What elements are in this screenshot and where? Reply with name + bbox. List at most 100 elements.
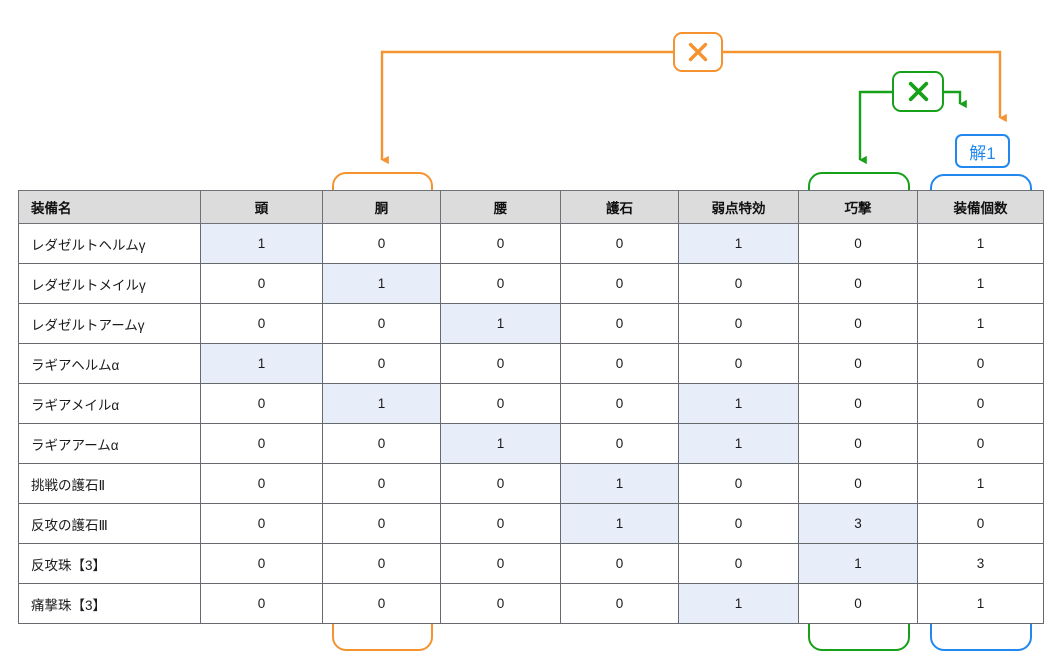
cell-equipment-name: 痛撃珠【3】 — [18, 583, 201, 624]
column-header-offensive-guard: 巧撃 — [798, 190, 918, 224]
cell-value: 1 — [678, 583, 799, 624]
cell-value: 0 — [798, 383, 918, 424]
cell-value: 0 — [917, 423, 1044, 464]
cell-value: 0 — [678, 543, 799, 584]
cell-value: 0 — [560, 263, 679, 304]
cell-value: 1 — [440, 303, 561, 344]
cell-value: 0 — [322, 303, 441, 344]
cell-value: 1 — [678, 223, 799, 264]
column-header-waist: 腰 — [440, 190, 561, 224]
cell-value: 0 — [678, 463, 799, 504]
cell-value: 0 — [560, 383, 679, 424]
cell-value: 3 — [798, 503, 918, 544]
cell-value: 0 — [440, 263, 561, 304]
cell-value: 1 — [560, 503, 679, 544]
cell-value: 0 — [560, 583, 679, 624]
cell-value: 1 — [917, 583, 1044, 624]
cell-value: 0 — [322, 543, 441, 584]
multiply-operator-orange-badge — [673, 32, 723, 72]
cell-value: 0 — [798, 423, 918, 464]
cell-value: 1 — [917, 303, 1044, 344]
column-header-charm: 護石 — [560, 190, 679, 224]
cell-equipment-name: ラギアメイルα — [18, 383, 201, 424]
cell-value: 0 — [917, 503, 1044, 544]
cell-value: 1 — [322, 263, 441, 304]
column-header-weakness-exploit: 弱点特効 — [678, 190, 799, 224]
cell-value: 0 — [917, 383, 1044, 424]
cell-equipment-name: ラギアアームα — [18, 423, 201, 464]
cell-value: 0 — [798, 343, 918, 384]
cell-value: 0 — [798, 583, 918, 624]
cell-value: 0 — [200, 263, 323, 304]
cell-value: 0 — [200, 383, 323, 424]
cell-value: 1 — [440, 423, 561, 464]
cell-value: 0 — [440, 583, 561, 624]
cell-value: 1 — [678, 383, 799, 424]
column-header-equipment-count: 装備個数 — [917, 190, 1044, 224]
cell-equipment-name: ラギアヘルムα — [18, 343, 201, 384]
cell-value: 0 — [678, 303, 799, 344]
solution-label-chip: 解1 — [955, 134, 1010, 168]
cell-value: 0 — [322, 503, 441, 544]
cell-value: 0 — [798, 303, 918, 344]
cell-value: 0 — [440, 543, 561, 584]
cell-value: 0 — [440, 383, 561, 424]
cell-value: 0 — [200, 423, 323, 464]
cell-value: 0 — [200, 583, 323, 624]
cell-value: 0 — [440, 503, 561, 544]
green-connector-left — [858, 90, 892, 165]
cell-value: 0 — [798, 223, 918, 264]
cell-value: 0 — [560, 343, 679, 384]
cell-equipment-name: レダゼルトメイルγ — [18, 263, 201, 304]
cell-value: 1 — [917, 223, 1044, 264]
cell-value: 0 — [322, 223, 441, 264]
cell-value: 1 — [200, 223, 323, 264]
multiply-icon — [908, 81, 928, 102]
cell-value: 1 — [917, 263, 1044, 304]
cell-value: 0 — [560, 543, 679, 584]
table-header-row: 装備名 頭 胴 腰 護石 弱点特効 巧撃 装備個数 — [18, 190, 1044, 224]
cell-value: 0 — [678, 263, 799, 304]
column-header-equipment-name: 装備名 — [18, 190, 201, 224]
multiply-operator-green-badge — [892, 71, 944, 112]
cell-value: 0 — [200, 503, 323, 544]
cell-value: 1 — [678, 423, 799, 464]
cell-value: 1 — [917, 463, 1044, 504]
column-header-body: 胴 — [322, 190, 441, 224]
cell-value: 0 — [917, 343, 1044, 384]
cell-value: 0 — [560, 423, 679, 464]
cell-value: 0 — [440, 343, 561, 384]
orange-connector-left — [380, 50, 673, 165]
cell-value: 0 — [322, 423, 441, 464]
cell-value: 0 — [560, 223, 679, 264]
solution-label-text: 解1 — [969, 143, 996, 163]
cell-value: 0 — [798, 263, 918, 304]
cell-value: 0 — [322, 583, 441, 624]
cell-value: 0 — [798, 463, 918, 504]
cell-value: 0 — [678, 503, 799, 544]
cell-equipment-name: 反攻珠【3】 — [18, 543, 201, 584]
cell-value: 1 — [200, 343, 323, 384]
cell-value: 0 — [322, 343, 441, 384]
multiply-icon — [688, 42, 708, 62]
cell-value: 0 — [440, 463, 561, 504]
cell-value: 1 — [322, 383, 441, 424]
cell-value: 0 — [200, 463, 323, 504]
cell-value: 0 — [678, 343, 799, 384]
orange-connector-right — [723, 50, 1007, 123]
cell-equipment-name: レダゼルトアームγ — [18, 303, 201, 344]
cell-value: 0 — [200, 543, 323, 584]
cell-value: 0 — [440, 223, 561, 264]
